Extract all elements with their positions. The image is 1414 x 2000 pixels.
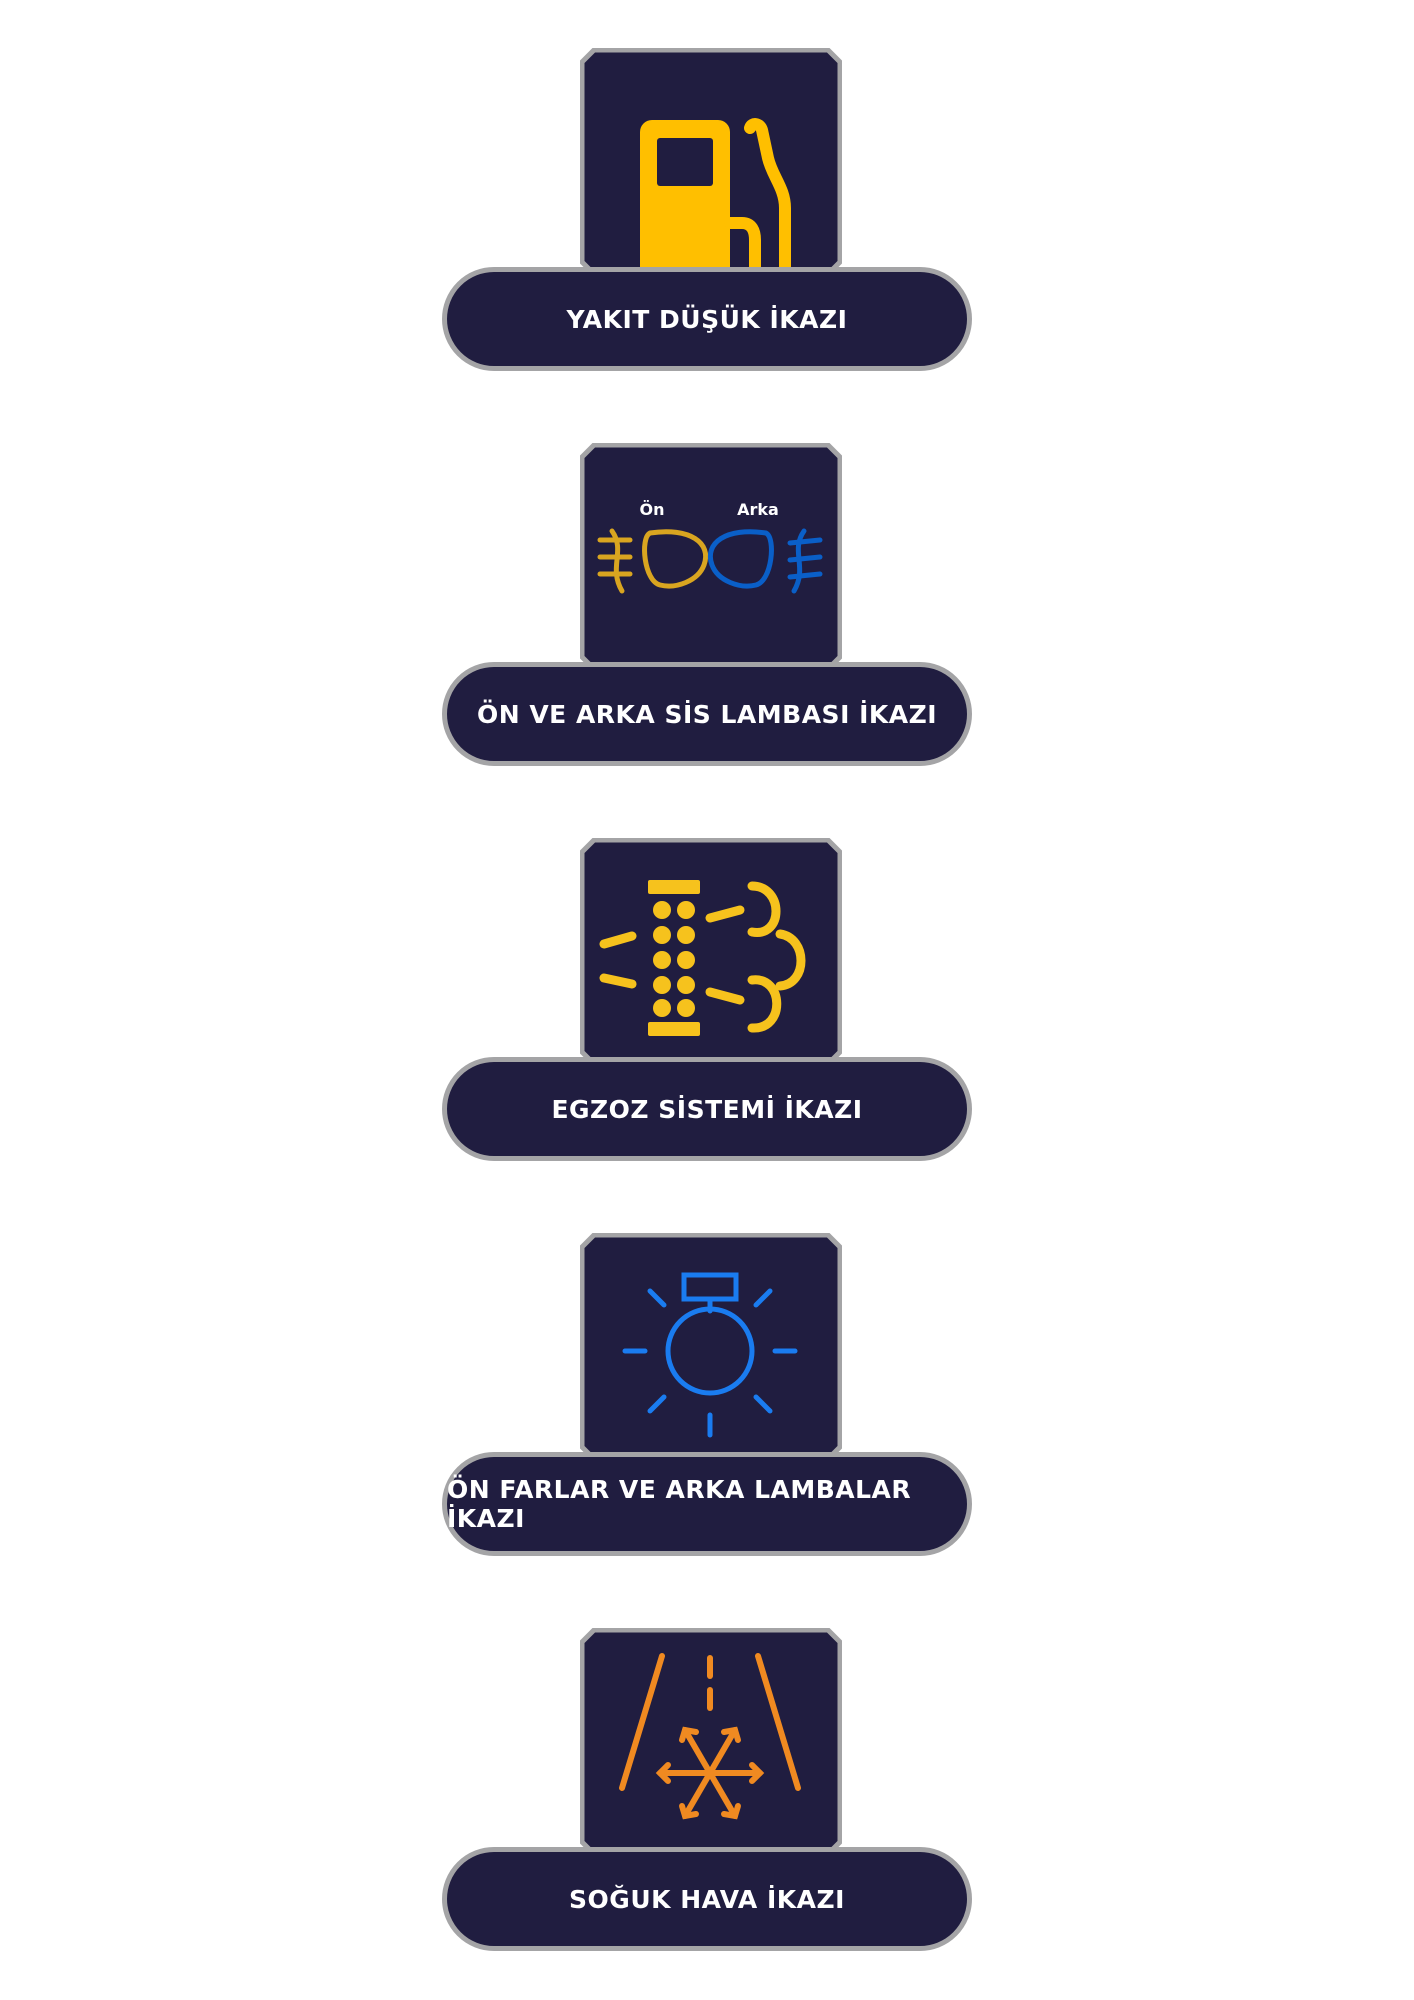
warning-card-fog: Ön Arka ÖN VE ARKA SİS LAMBASI İKAZI	[0, 443, 1414, 793]
warning-label: ÖN VE ARKA SİS LAMBASI İKAZI	[476, 699, 938, 729]
warning-card-exhaust: EGZOZ SİSTEMİ İKAZI	[0, 838, 1414, 1188]
exterior-bulb-icon	[622, 1272, 798, 1438]
exhaust-icon	[599, 880, 806, 1036]
fog-light-icon: Ön Arka	[597, 500, 823, 594]
warning-label-pill: SOĞUK HAVA İKAZI	[442, 1847, 972, 1951]
warning-label: ÖN FARLAR VE ARKA LAMBALAR İKAZI	[447, 1475, 912, 1533]
front-fog-label: Ön	[640, 500, 665, 519]
frost-road-icon	[619, 1653, 801, 1820]
warning-label: SOĞUK HAVA İKAZI	[569, 1884, 845, 1914]
warning-card-cold: SOĞUK HAVA İKAZI	[0, 1628, 1414, 1978]
warning-label-pill: ÖN FARLAR VE ARKA LAMBALAR İKAZI	[442, 1452, 972, 1556]
warning-label: YAKIT DÜŞÜK İKAZI	[566, 304, 848, 334]
warning-label: EGZOZ SİSTEMİ İKAZI	[551, 1094, 863, 1124]
warning-label-pill: ÖN VE ARKA SİS LAMBASI İKAZI	[442, 662, 972, 766]
warning-card-fuel: YAKIT DÜŞÜK İKAZI	[0, 48, 1414, 398]
rear-fog-label: Arka	[737, 500, 779, 519]
warning-label-pill: EGZOZ SİSTEMİ İKAZI	[442, 1057, 972, 1161]
warning-label-pill: YAKIT DÜŞÜK İKAZI	[442, 267, 972, 371]
warning-card-exterior-lights: ÖN FARLAR VE ARKA LAMBALAR İKAZI	[0, 1233, 1414, 1583]
